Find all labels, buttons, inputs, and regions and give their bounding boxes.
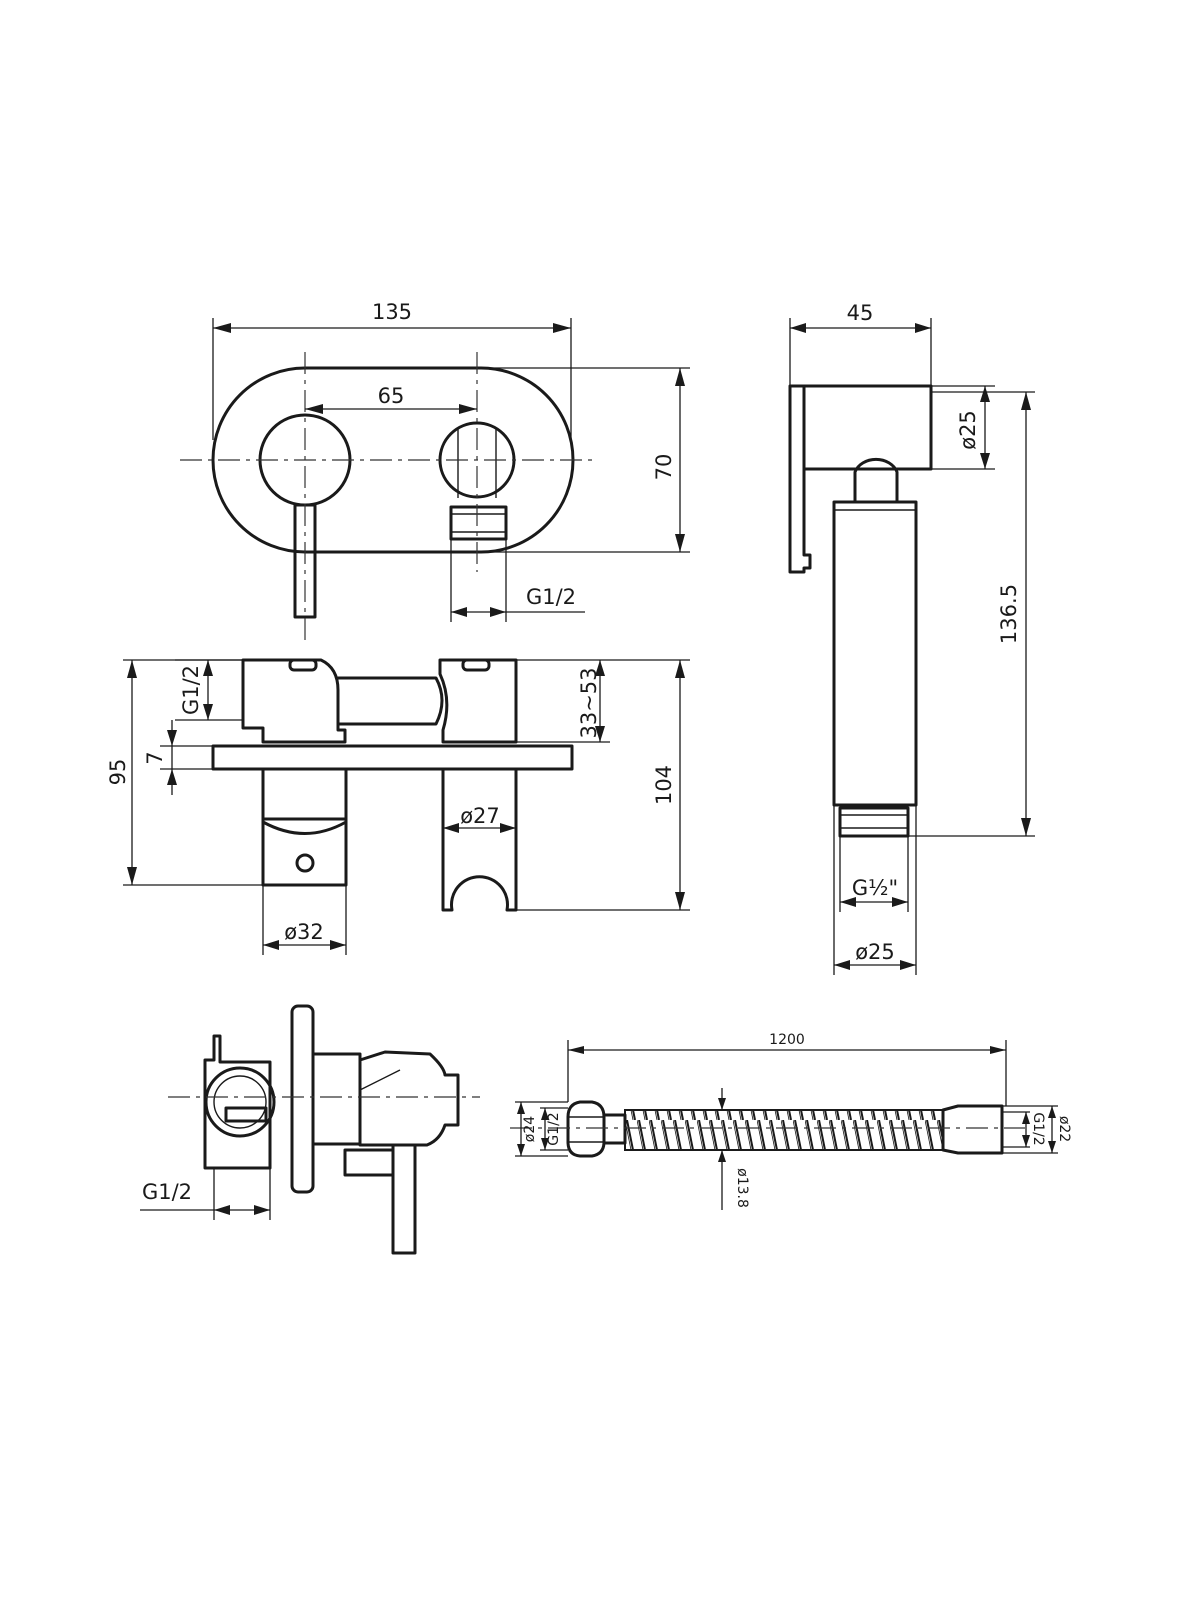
hose-right-cone [941,1104,1004,1155]
valve-lever [391,1143,417,1255]
front-plate-outline [211,366,575,554]
valve-outlet-stub [343,1148,395,1177]
dim-spray-body-dia: ø25 [855,940,895,964]
dim-side-plate: 7 [143,751,167,764]
spray-body [832,500,918,807]
spray-wall-bracket [788,384,812,574]
dim-side-adjust: 33~53 [577,667,601,738]
dim-side-total: 104 [652,765,676,805]
dim-spray-length: 136.5 [997,584,1021,644]
valve-main-body [311,1052,362,1146]
dim-front-outlet: G1/2 [526,585,576,609]
side-wall-plate [211,744,574,771]
dim-hose-dia: ø13.8 [734,1168,750,1208]
hand-spray-view: 45 ø25 136.5 G½" ø25 [788,301,1035,975]
dim-side-holder-dia: ø27 [460,804,500,828]
side-connector-pipe [336,676,444,726]
valve-handle-cap [358,1050,460,1147]
front-outlet-nut [449,505,508,541]
hose-left-nut [566,1100,606,1158]
side-handle-base [261,817,348,887]
side-valve-body [261,767,348,821]
spray-bracket-head [802,384,933,471]
spray-neck [853,457,899,504]
dim-side-body-dia: ø32 [284,920,324,944]
dim-hose-length: 1200 [769,1032,805,1048]
dim-front-height: 70 [652,454,676,481]
dim-valve-inlet: G1/2 [142,1180,192,1204]
side-outlet-housing [438,658,518,744]
dim-side-inlet: G1/2 [179,665,203,715]
front-view: 135 65 70 G1/2 [180,300,690,640]
dim-spray-head-dia: ø25 [956,410,980,450]
dim-spray-width: 45 [847,301,874,325]
side-holder [441,767,518,912]
dim-side-depth: 95 [106,759,130,786]
valve-wall-plate [290,1004,315,1194]
dim-hose-left-thread: G1/2 [546,1112,562,1145]
spray-thread-nut [838,806,910,838]
side-view: G1/2 7 95 33~53 104 ø27 ø32 [106,658,690,955]
valve-side-view: G1/2 [140,1004,480,1255]
hose-coil [624,1109,944,1151]
side-handle-hole [295,853,315,873]
valve-bracket [203,1034,272,1170]
valve-inlet-ring [204,1066,276,1138]
dim-front-spacing: 65 [378,384,405,408]
dim-hose-left-dia: ø24 [522,1116,538,1142]
dim-spray-thread: G½" [852,876,898,900]
dim-hose-right-dia: ø22 [1056,1116,1072,1142]
dim-hose-right-thread: G1/2 [1030,1112,1046,1145]
hose-view: 1200 G1/2 ø24 ø13.8 G1/2 ø22 [510,1032,1072,1210]
side-inlet-housing [241,658,347,744]
dim-front-width: 135 [372,300,412,324]
